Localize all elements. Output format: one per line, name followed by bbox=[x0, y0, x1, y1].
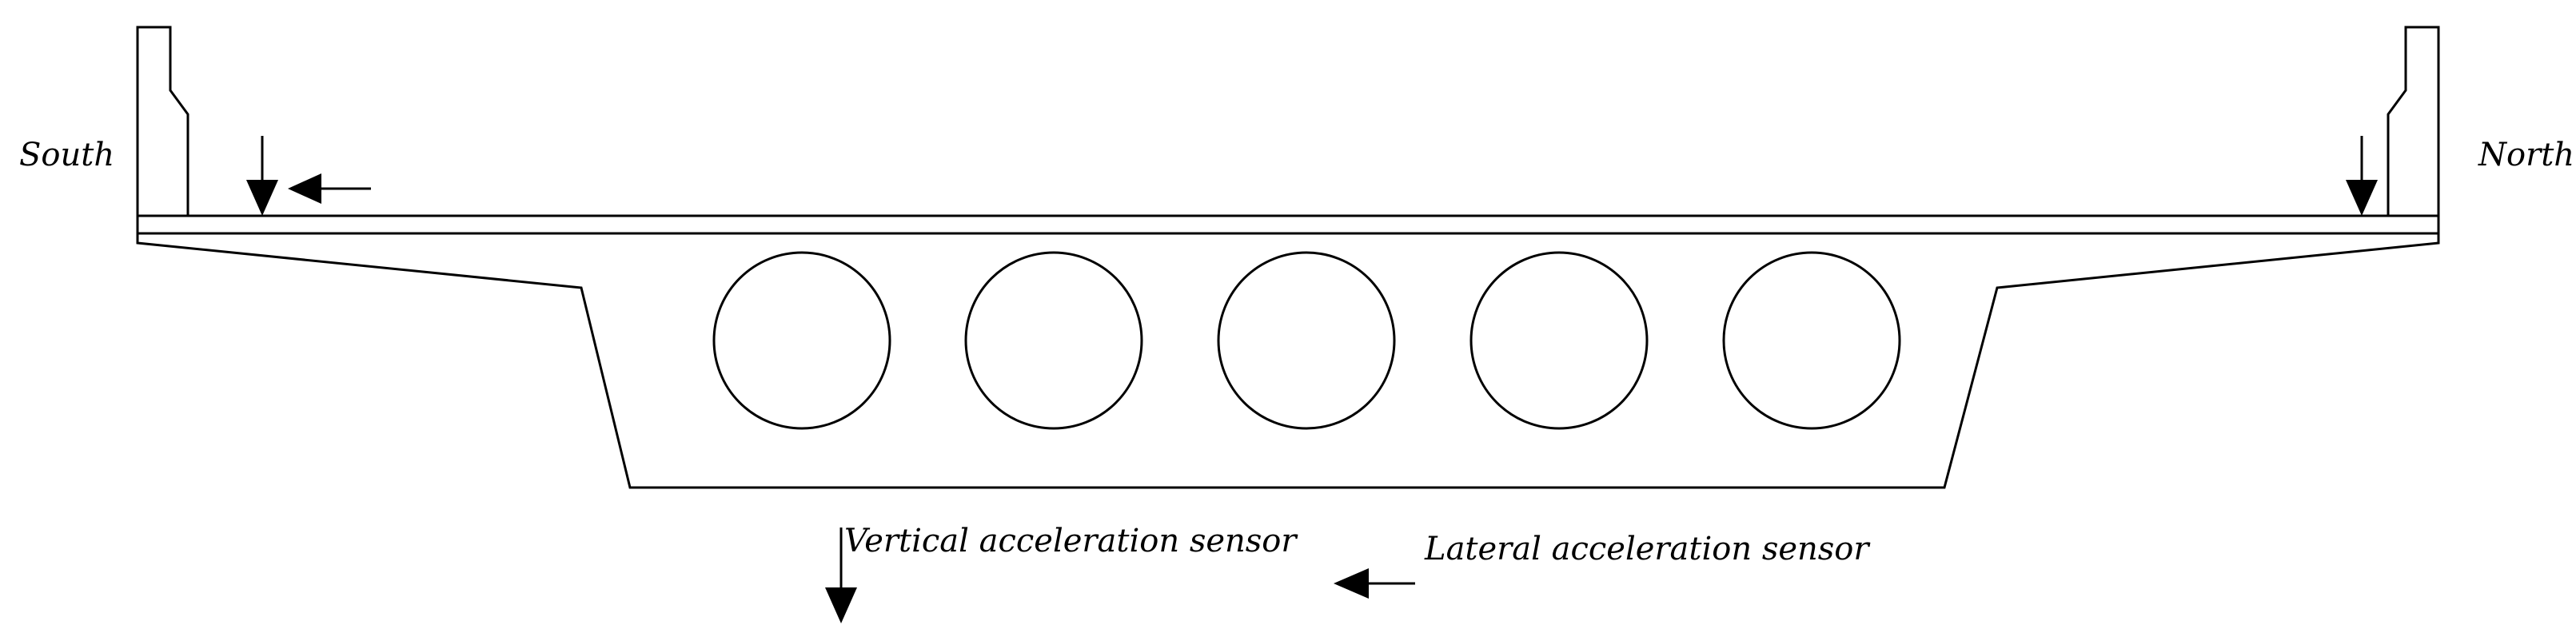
lateral-sensor-arrow-south bbox=[288, 173, 371, 204]
legend-vertical-label: Vertical acceleration sensor bbox=[844, 523, 1298, 559]
vertical-sensor-arrow-south bbox=[246, 136, 278, 216]
legend-lateral-arrow bbox=[1334, 568, 1415, 599]
north-label: North bbox=[2478, 137, 2574, 173]
south-label: South bbox=[19, 137, 114, 173]
north-parapet bbox=[2376, 26, 2440, 217]
vertical-sensor-arrow-north bbox=[2346, 136, 2378, 216]
box-girder-outline bbox=[136, 233, 2440, 489]
void-circle bbox=[1722, 251, 1901, 430]
void-circle bbox=[1469, 251, 1649, 430]
void-circle bbox=[1217, 251, 1396, 430]
legend-lateral-label: Lateral acceleration sensor bbox=[1424, 531, 1871, 567]
void-circle bbox=[712, 251, 891, 430]
deck-slab bbox=[136, 214, 2440, 235]
void-circle bbox=[964, 251, 1143, 430]
legend-vertical-arrow bbox=[825, 528, 857, 623]
south-parapet bbox=[136, 26, 200, 217]
